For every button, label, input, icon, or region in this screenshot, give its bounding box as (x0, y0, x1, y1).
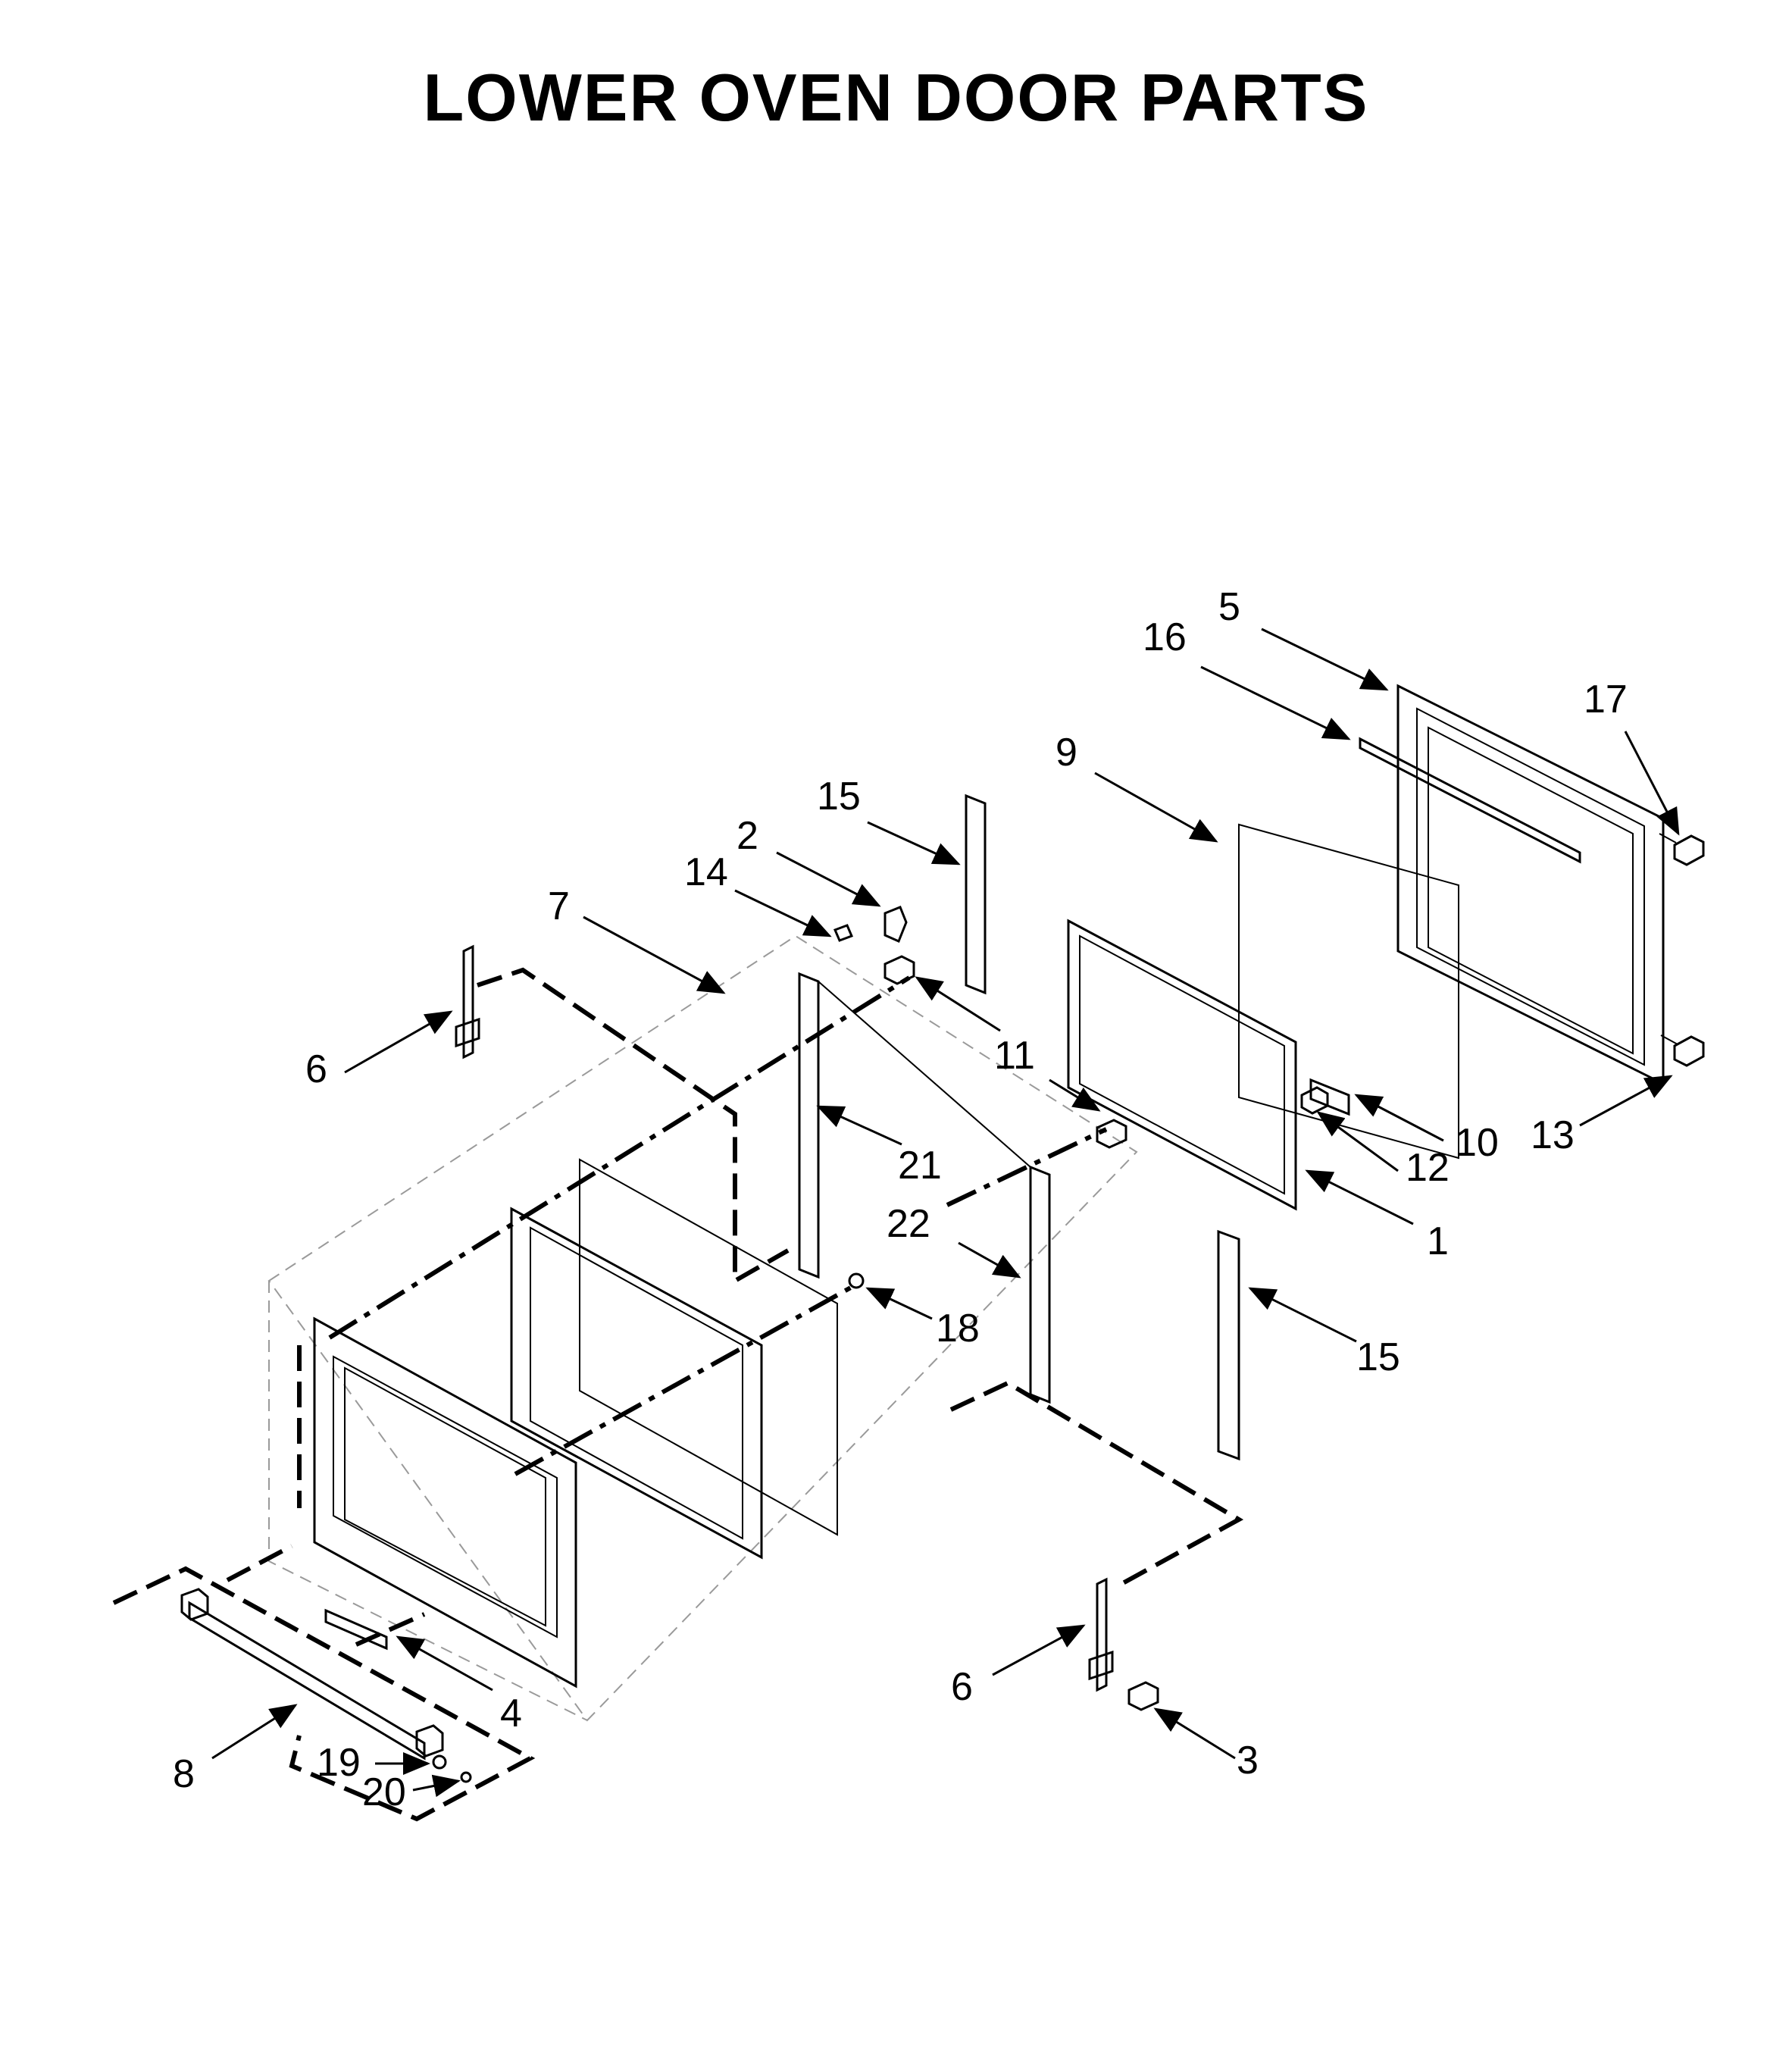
washer-18 (848, 1272, 865, 1289)
callout-11: 11 (994, 1034, 1035, 1078)
callout-10: 10 (1455, 1121, 1499, 1165)
callout-6-left: 6 (305, 1047, 327, 1091)
spacer-19 (432, 1754, 447, 1770)
inner-frame (1067, 919, 1297, 1211)
callout-19: 19 (317, 1741, 361, 1785)
callout-17: 17 (1584, 678, 1628, 721)
door-handle (180, 1588, 444, 1761)
screw-13 (1660, 1034, 1705, 1067)
screw-11-bottom (1096, 1119, 1127, 1149)
assembly-dash-lines (112, 967, 1244, 1822)
clip-10 (1309, 1078, 1350, 1116)
side-strip-top (965, 793, 987, 995)
hinge-right (1088, 1577, 1114, 1692)
callout-12: 12 (1406, 1146, 1450, 1190)
callout-13: 13 (1531, 1113, 1575, 1157)
callout-15-top: 15 (817, 775, 861, 818)
callout-15-bottom: 15 (1356, 1335, 1400, 1379)
outer-door (313, 1316, 577, 1689)
callout-9: 9 (1055, 731, 1077, 775)
callout-20: 20 (362, 1770, 406, 1814)
clip-14 (833, 924, 853, 942)
callout-18: 18 (936, 1307, 980, 1351)
door-assembly-outline (267, 934, 1138, 1722)
callout-6-right: 6 (951, 1665, 973, 1709)
inner-door-panel (1396, 684, 1665, 1086)
callout-2: 2 (737, 814, 758, 858)
door-bar (1359, 737, 1581, 864)
screw-3 (1127, 1681, 1159, 1711)
rail-21 (798, 972, 1031, 1279)
screw-11-top (883, 955, 915, 985)
callout-1: 1 (1427, 1219, 1449, 1263)
callout-22: 22 (887, 1202, 930, 1246)
callout-21: 21 (898, 1144, 942, 1188)
side-strip-bottom (1217, 1229, 1240, 1461)
callout-4: 4 (500, 1692, 522, 1736)
middle-door-frame (510, 1207, 763, 1560)
callout-leaders (211, 628, 1680, 1798)
screw-12 (1300, 1086, 1329, 1115)
rail-22 (1029, 1165, 1051, 1404)
screw-17 (1659, 833, 1705, 866)
screw-20 (460, 1771, 472, 1783)
callout-7: 7 (548, 884, 570, 928)
callout-8: 8 (173, 1752, 195, 1796)
callout-3: 3 (1237, 1739, 1259, 1782)
hinge-left (455, 944, 480, 1059)
callout-14: 14 (684, 850, 728, 894)
callout-5: 5 (1218, 585, 1240, 629)
callout-16: 16 (1143, 615, 1187, 659)
middle-glass (579, 1158, 838, 1536)
inner-glass (1238, 823, 1459, 1160)
diagram-title: LOWER OVEN DOOR PARTS (423, 60, 1369, 135)
bracket-2 (883, 906, 908, 944)
